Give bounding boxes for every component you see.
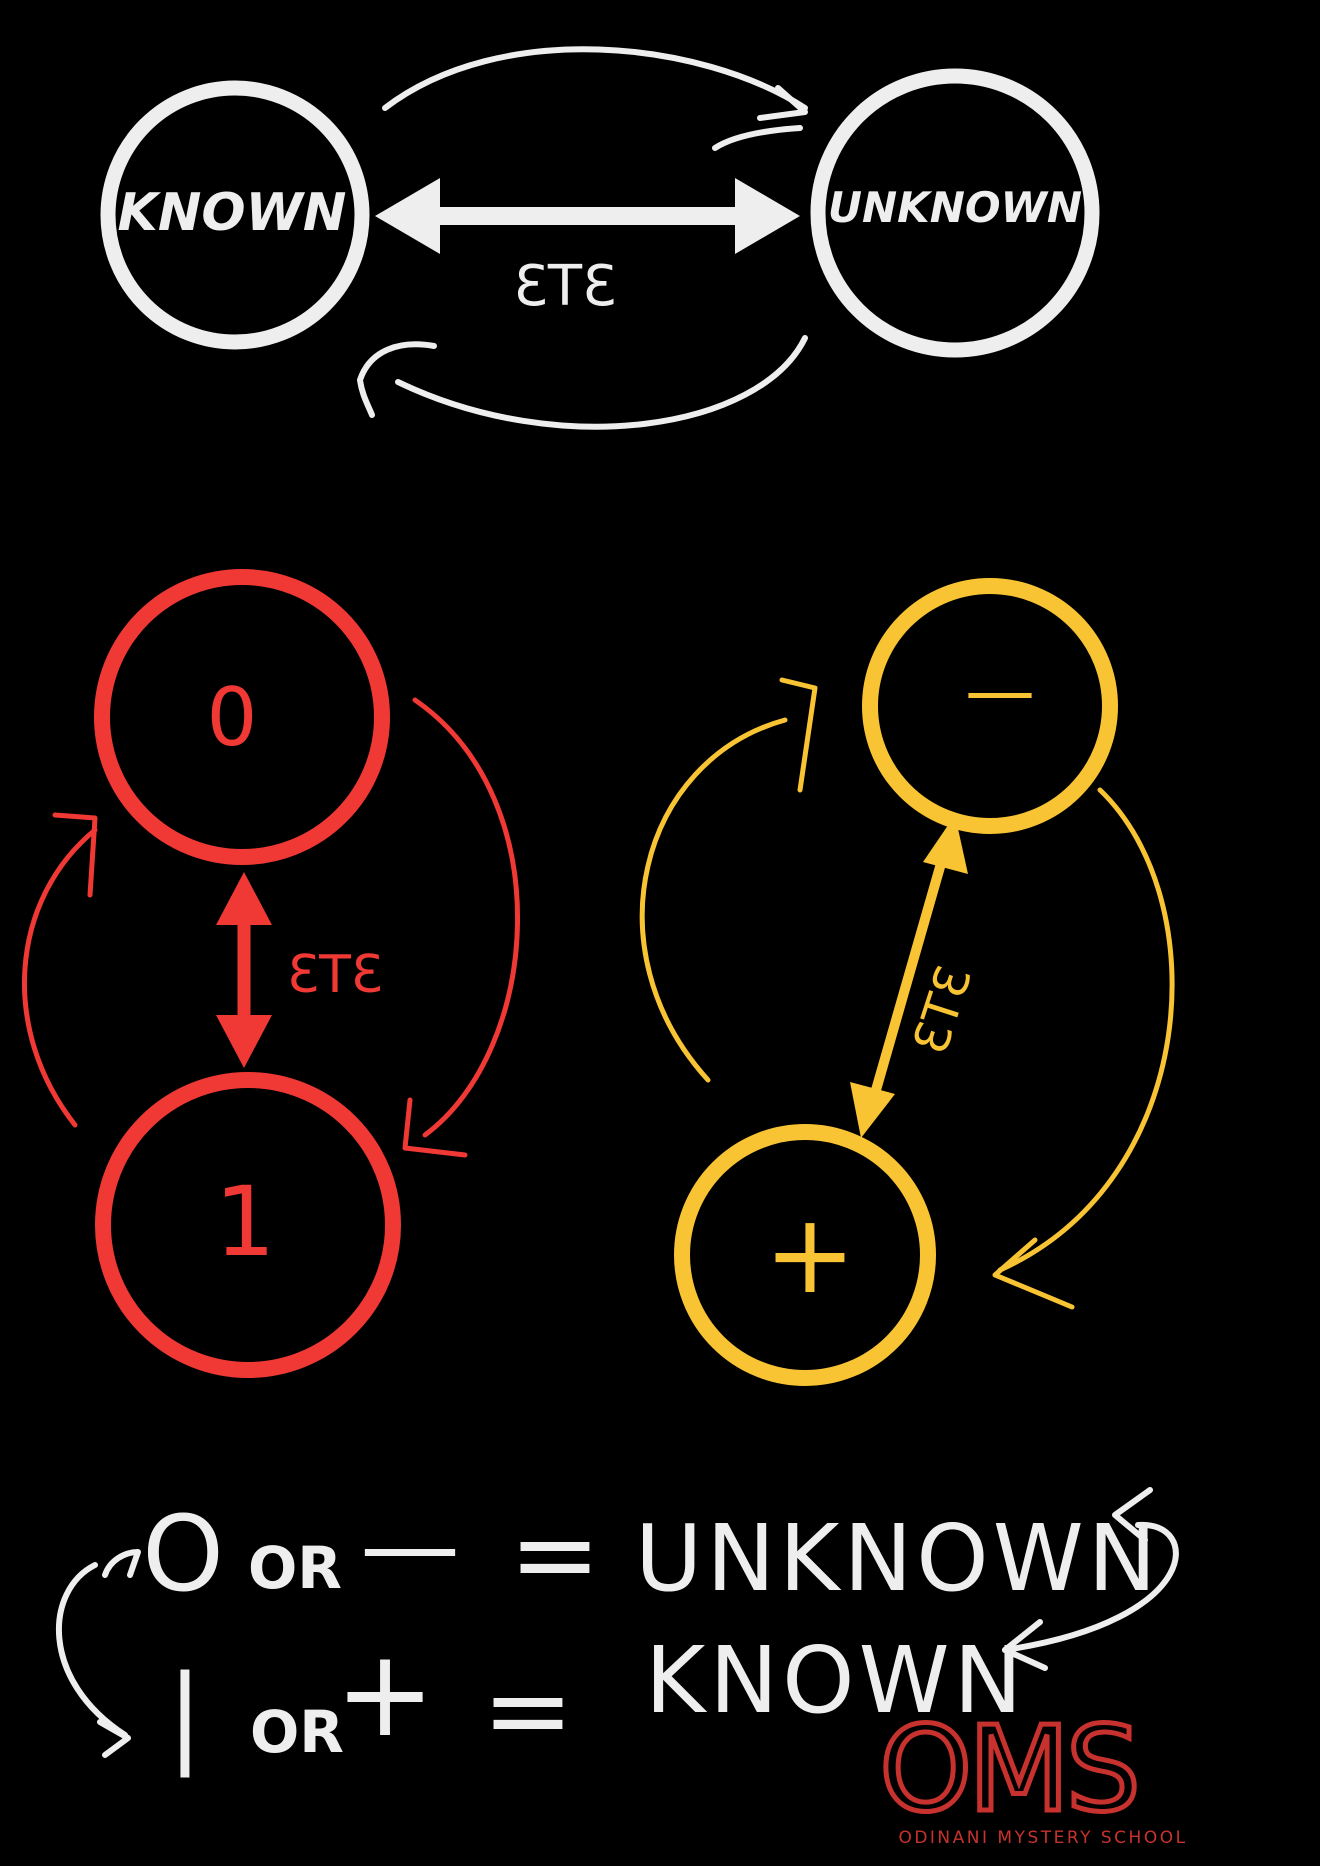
top-arrow-label: ƐTƐ [513,254,616,319]
minus-plus-double-arrow [850,815,968,1138]
known-node-circle [100,80,370,350]
legend-line2-symbol-a: | [167,1653,203,1778]
minus-node-label: — [965,650,1035,732]
zero-one-double-arrow [216,872,272,1068]
one-node-label: 1 [214,1166,275,1278]
unknown-node-circle [810,68,1100,358]
legend-line1-meaning: UNKNOWN [635,1505,1161,1612]
top-cycle-diagram [100,46,1100,430]
oms-logo-mark: OMS [879,1700,1137,1838]
known-node-label: KNOWN [118,183,347,243]
legend-line1-or: OR [248,1534,342,1602]
plus-node-label: + [764,1190,856,1318]
legend: O OR — = UNKNOWN | OR + = KNOWN [142,1487,1161,1778]
red-left-arrowhead [52,812,98,898]
legend-left-loop-arrowhead [97,1719,131,1758]
oms-logo-tagline: ODINANI MYSTERY SCHOOL [898,1828,1187,1848]
legend-arrows [55,1487,1179,1758]
zero-node-label: 0 [207,671,258,764]
yellow-left-arc [639,717,788,1083]
legend-line2-symbol-b: + [335,1625,436,1764]
yellow-left-arrowhead [779,677,818,793]
legend-right-loop-arrowhead-top [1112,1487,1153,1543]
red-arrow-label: ƐTƐ [287,945,383,1005]
legend-left-loop [55,1562,128,1738]
red-cycle-diagram [21,569,520,1378]
top-curve-arrow [382,46,808,111]
red-left-arc [21,827,98,1128]
bottom-curve-arrowhead [357,341,437,418]
legend-line2-equals: = [482,1646,574,1774]
minus-node-circle [862,578,1118,834]
yellow-arrow-label: ƐTƐ [903,959,984,1060]
red-right-arrowhead [402,1097,468,1158]
one-node-circle [95,1072,401,1378]
oms-logo: OMS ODINANI MYSTERY SCHOOL [877,1698,1187,1849]
legend-line1-symbol-a: O [142,1493,224,1615]
bottom-curve-arrow [395,335,808,430]
plus-node-circle [674,1124,936,1386]
legend-right-loop-arrowhead-bottom [1002,1619,1048,1671]
known-unknown-double-arrow [375,178,800,254]
legend-left-top-hook [102,1549,141,1578]
legend-right-loop [1002,1521,1179,1653]
yellow-right-arrowhead [992,1237,1075,1310]
zero-node-circle [94,569,390,865]
top-curve-arrowhead [712,85,808,151]
red-right-arc [412,697,520,1138]
legend-line2-meaning: KNOWN [645,1627,1026,1734]
legend-line2-or: OR [250,1698,344,1766]
yellow-right-arc [997,787,1175,1273]
unknown-node-label: UNKNOWN [828,183,1082,232]
yellow-cycle-diagram [639,578,1175,1386]
legend-line1-symbol-b: — [360,1487,460,1604]
legend-line1-equals: = [509,1490,601,1618]
